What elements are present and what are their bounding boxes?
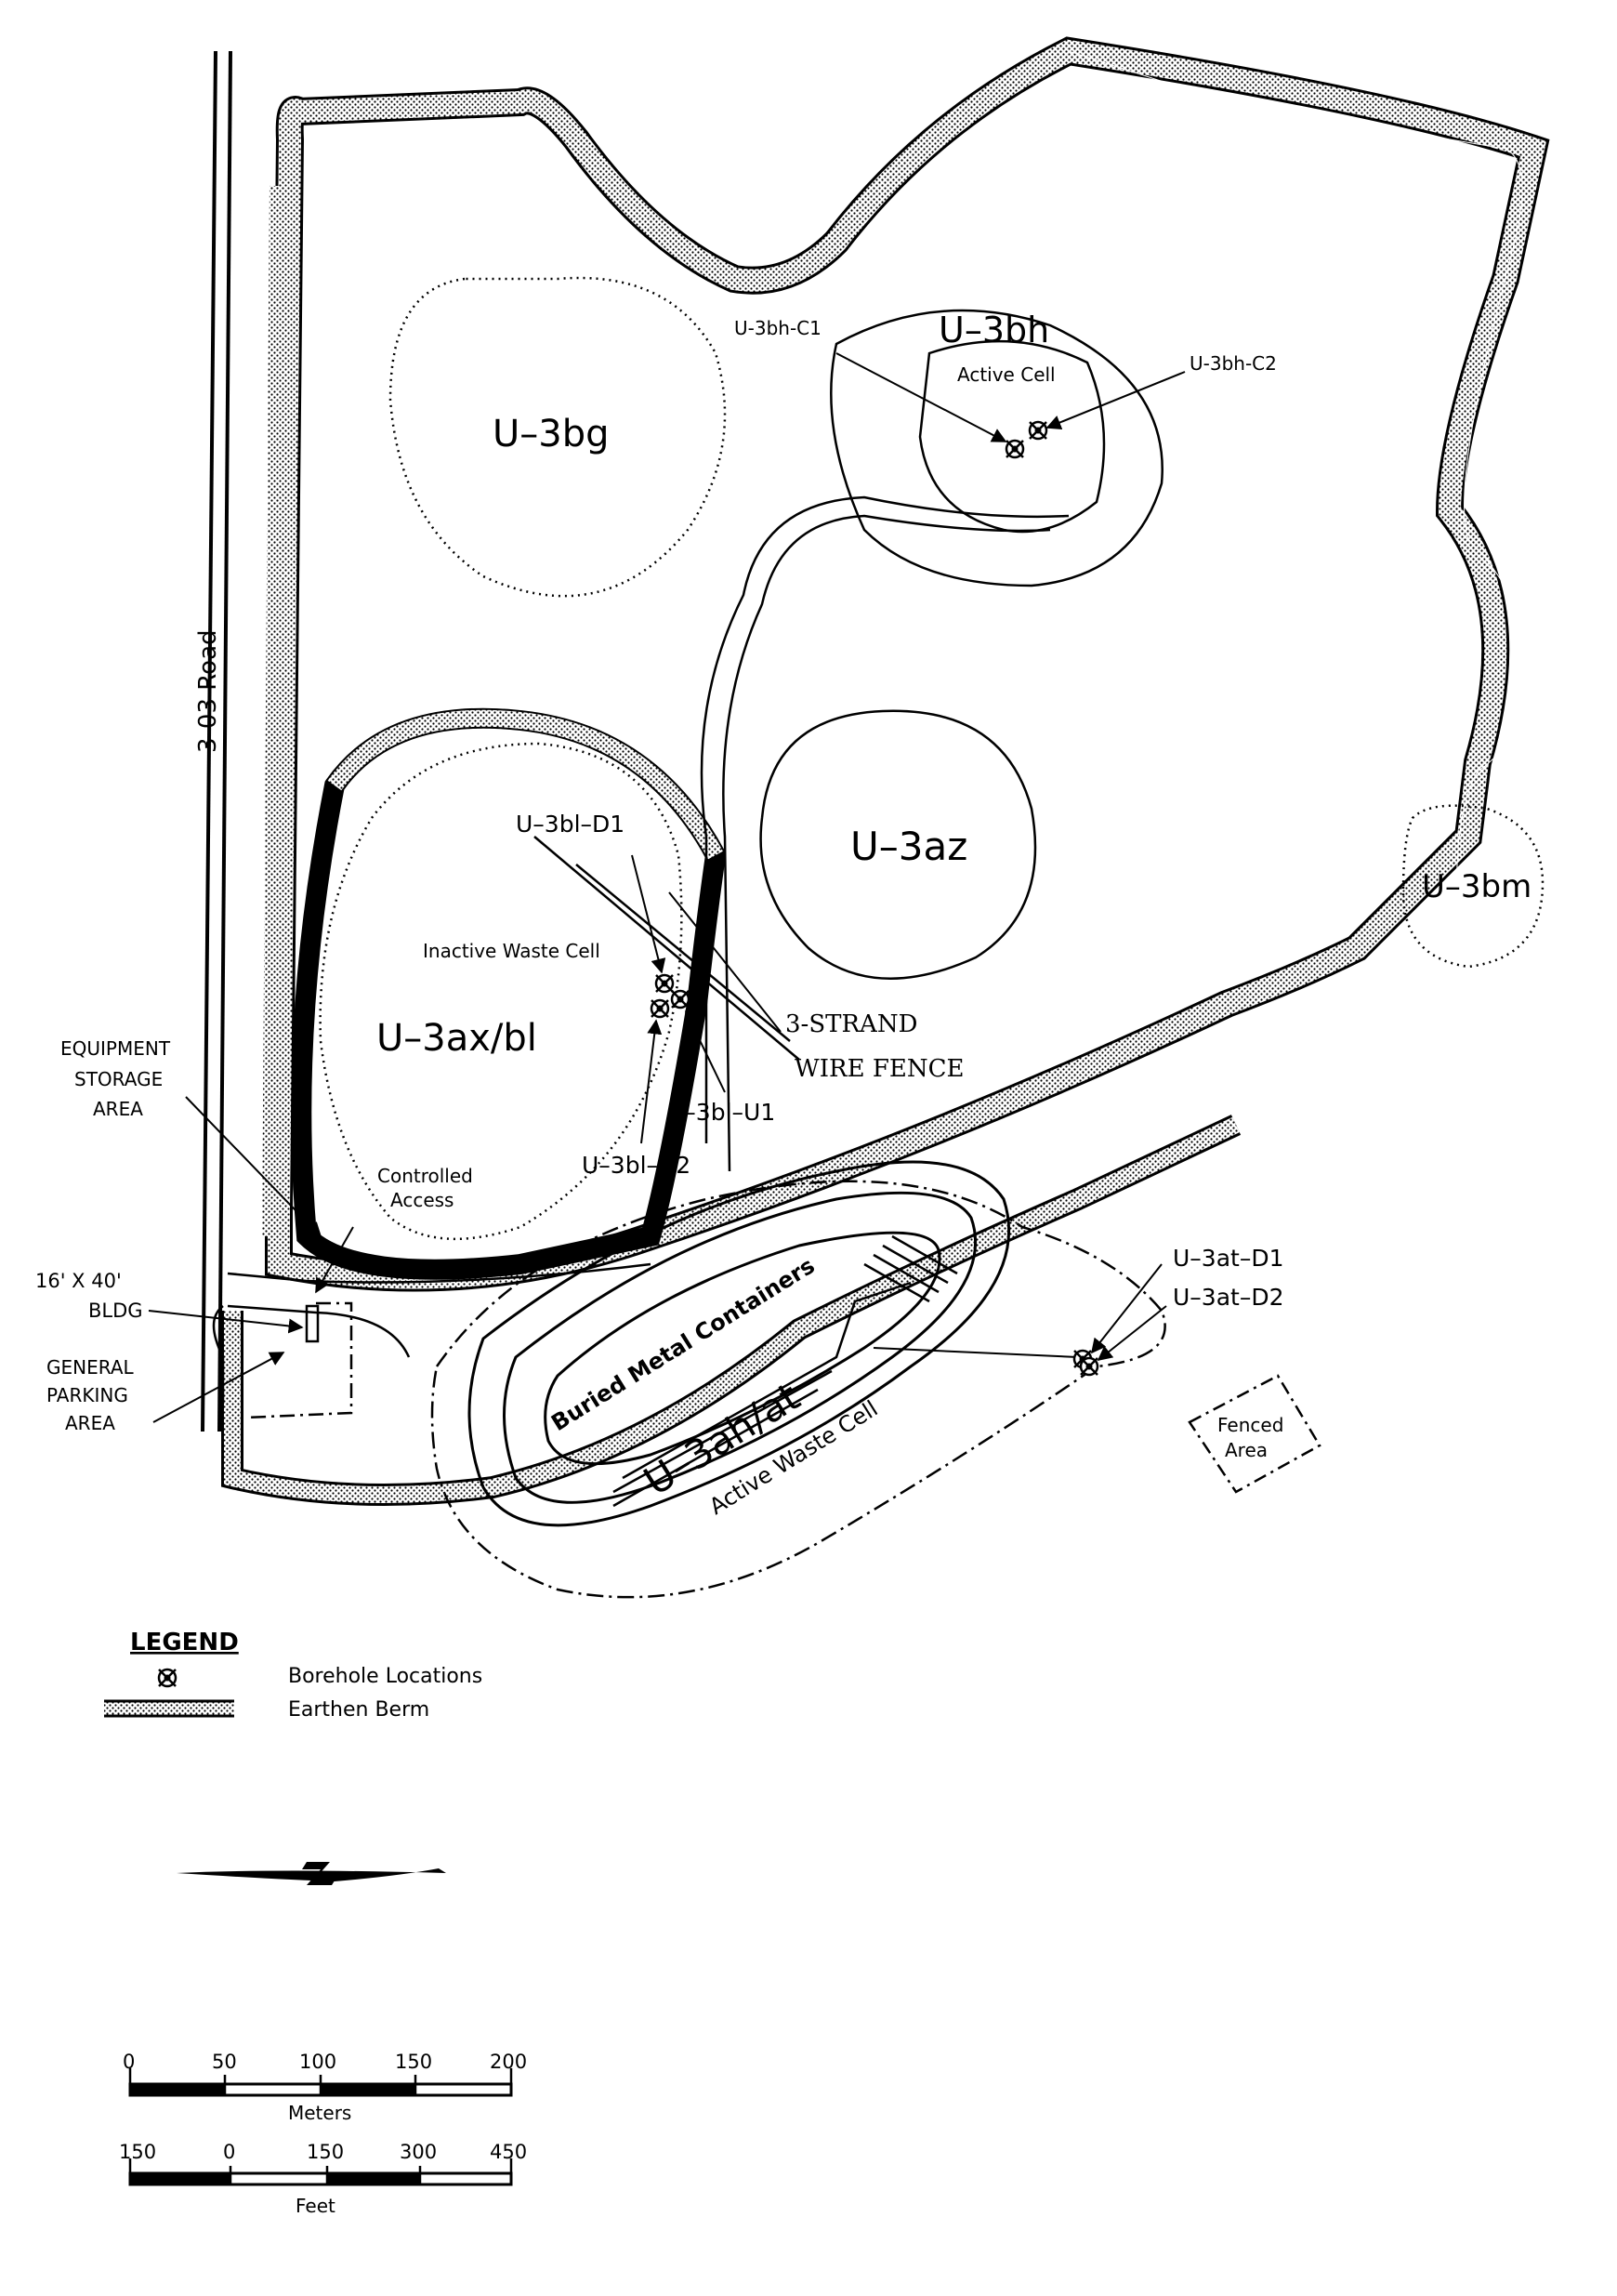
outer-berm	[265, 36, 1550, 1292]
fence-label-1: 3-STRAND	[785, 1010, 917, 1038]
parking-fence	[245, 1301, 353, 1419]
legend-borehole-label: Borehole Locations	[288, 1665, 482, 1688]
scale-bar-meters	[128, 2068, 513, 2097]
label-u3at-d2: U–3at–D2	[1173, 1284, 1283, 1311]
label-u3bh-c2: U-3bh-C2	[1190, 352, 1277, 375]
label-fenced-2: Area	[1225, 1439, 1268, 1461]
fence-label-2: WIRE FENCE	[795, 1055, 964, 1083]
borehole-u3bl-d2	[650, 998, 670, 1019]
fenced-area	[1188, 1374, 1321, 1494]
scale-m-2: 100	[299, 2051, 336, 2073]
scale-f-0: 150	[119, 2141, 156, 2163]
scale-bar-feet	[128, 2158, 513, 2186]
label-u3bh: U–3bh	[939, 310, 1049, 350]
label-u3bh-cell: Active Cell	[957, 363, 1056, 386]
borehole-u3bl-u1	[670, 989, 690, 1009]
label-u3az: U–3az	[850, 824, 967, 869]
label-u3axbl: U–3ax/bl	[376, 1017, 537, 1060]
label-equipment-2: STORAGE	[74, 1068, 163, 1090]
label-controlled-1: Controlled	[377, 1165, 473, 1187]
scale-m-4: 200	[490, 2051, 527, 2073]
legend-title: LEGEND	[130, 1629, 239, 1656]
label-u3axbl-cell: Inactive Waste Cell	[423, 940, 600, 962]
borehole-u3at-d2	[1079, 1356, 1099, 1377]
label-parking-1: GENERAL	[46, 1356, 135, 1379]
scale-meters-label: Meters	[288, 2102, 351, 2124]
building-16x40	[305, 1304, 320, 1343]
road-3-03	[201, 50, 232, 1432]
label-equipment-3: AREA	[93, 1098, 143, 1120]
scale-m-1: 50	[212, 2051, 237, 2073]
buried-containers-trench	[612, 1234, 958, 1508]
wire-fence	[533, 836, 800, 1061]
road-label: 3-03 Road	[194, 629, 222, 753]
cell-u3ahat-mid	[503, 1191, 978, 1504]
cell-u3axbl	[319, 742, 683, 1241]
legend-berm-label: Earthen Berm	[288, 1698, 429, 1722]
cell-u3bh-inner	[918, 339, 1106, 534]
cell-u3bh	[830, 309, 1163, 587]
cell-u3ahat-inner	[544, 1231, 941, 1466]
label-bldg-1: 16' X 40'	[35, 1270, 122, 1292]
label-u3bl-u1: U–3bl–U1	[667, 1099, 775, 1126]
label-parking-2: PARKING	[46, 1384, 128, 1406]
borehole-u3bh-c1	[1005, 439, 1025, 459]
label-u3bm: U–3bm	[1422, 868, 1532, 905]
label-u3bg: U–3bg	[493, 413, 610, 455]
label-controlled-2: Access	[390, 1189, 454, 1211]
label-bldg-2: BLDG	[88, 1300, 143, 1322]
label-u3bh-c1: U-3bh-C1	[734, 317, 822, 339]
north-arrow-icon	[177, 1862, 446, 1885]
cell-u3az	[759, 709, 1037, 980]
label-u3bl-d2: U–3bl–D2	[582, 1152, 690, 1179]
label-u3at-d1: U–3at–D1	[1173, 1245, 1283, 1272]
scale-f-1: 0	[223, 2141, 235, 2163]
scale-f-4: 450	[490, 2141, 527, 2163]
site-perimeter	[1068, 50, 1535, 977]
berm-u3axbl	[291, 707, 727, 1280]
borehole-u3bl-d1	[654, 973, 675, 994]
borehole-u3bh-c2	[1028, 420, 1048, 441]
berm-west	[262, 185, 288, 1237]
legend-borehole-icon	[157, 1668, 177, 1688]
scale-f-3: 300	[400, 2141, 437, 2163]
scale-m-3: 150	[395, 2051, 432, 2073]
scale-m-0: 0	[123, 2051, 135, 2073]
label-equipment-1: EQUIPMENT	[60, 1037, 171, 1060]
label-parking-3: AREA	[65, 1412, 115, 1434]
entrance-road	[227, 1262, 651, 1358]
road-u3bh	[700, 495, 1070, 1143]
label-fenced-1: Fenced	[1217, 1414, 1283, 1436]
scale-f-2: 150	[307, 2141, 344, 2163]
scale-feet-label: Feet	[296, 2195, 335, 2217]
label-u3bl-d1: U–3bl–D1	[516, 811, 624, 838]
legend-berm-icon	[104, 1699, 234, 1718]
